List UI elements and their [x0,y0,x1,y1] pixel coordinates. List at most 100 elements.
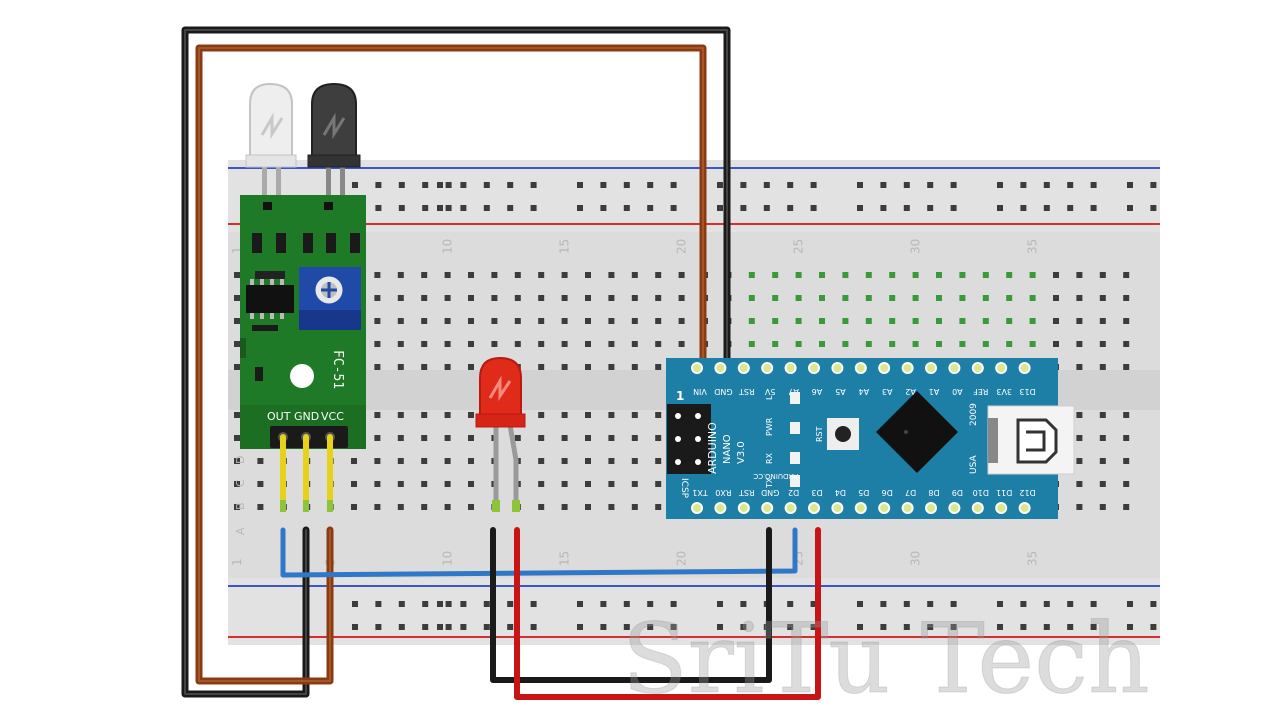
breadboard-hole [491,318,498,324]
breadboard-hole [577,601,583,607]
breadboard-hole [1006,295,1013,301]
breadboard-hole [880,624,887,630]
breadboard-hole [631,435,638,441]
nano-brand: ARDUINO [706,422,719,474]
breadboard-hole [468,364,474,370]
breadboard-hole [1067,182,1074,188]
breadboard-hole [631,364,638,370]
nano-pin-label: GND [761,488,779,497]
breadboard-hole [1067,601,1074,607]
breadboard-hole [397,481,404,487]
breadboard-hole [257,458,264,464]
breadboard-hole [398,205,405,211]
nano-pin-label: D2 [788,488,799,497]
nano-pin [691,362,703,374]
nano-pin-label: RST [739,387,755,396]
breadboard-hole [530,182,537,188]
breadboard-hole [375,205,382,211]
breadboard-hole [234,458,240,464]
breadboard-hole [538,272,545,278]
breadboard-hole [1099,364,1106,370]
breadboard-hole [997,205,1003,211]
breadboard-hole [234,481,240,487]
breadboard-hole [421,504,428,510]
breadboard-hole [950,182,957,188]
breadboard-hole [585,504,591,510]
breadboard-hole [740,601,747,607]
breadboard-hole [740,624,747,630]
breadboard-hole [1067,205,1074,211]
breadboard-hole [1090,601,1097,607]
breadboard-hole [444,272,451,278]
breadboard-hole [1076,272,1083,278]
breadboard-hole [959,318,966,324]
breadboard-hole [763,182,770,188]
nano-pin [854,502,867,514]
breadboard-hole [397,504,404,510]
breadboard-hole [670,205,677,211]
breadboard-hole [748,318,755,324]
breadboard-hole [234,504,240,510]
breadboard-hole [600,624,607,630]
breadboard-hole [810,601,817,607]
breadboard-hole [1006,272,1013,278]
breadboard-hole [352,182,358,188]
comparator-ic [246,279,294,319]
nano-pin-label: A3 [882,387,893,396]
breadboard-hole [982,272,989,278]
breadboard-hole [1043,624,1050,630]
nano-pin-label: RST [739,488,755,497]
breadboard-hole [514,295,521,301]
breadboard-hole [631,504,638,510]
breadboard-hole [507,624,514,630]
breadboard-hole [857,624,863,630]
breadboard-hole [1020,624,1027,630]
breadboard-hole [655,481,662,487]
breadboard-hole [889,341,896,347]
breadboard-hole [608,481,615,487]
breadboard-hole [717,624,723,630]
breadboard-hole [538,412,545,418]
breadboard-hole [538,481,545,487]
breadboard-hole [950,205,957,211]
breadboard-hole [912,318,919,324]
breadboard-hole [655,272,662,278]
column-number: 15 [558,239,572,254]
nano-pin [948,362,961,374]
breadboard-hole [623,182,630,188]
breadboard-hole [795,318,802,324]
nano-pin-label: D7 [905,488,916,497]
nano-pin [995,362,1008,374]
mounting-hole [290,364,314,388]
nano-pin [995,502,1008,514]
breadboard-hole [530,624,537,630]
breadboard-hole [982,341,989,347]
breadboard-hole [795,295,802,301]
breadboard-hole [1090,205,1097,211]
breadboard-hole [787,624,794,630]
breadboard-hole [748,295,755,301]
breadboard-hole [585,412,591,418]
breadboard-hole [903,182,910,188]
breadboard-hole [647,182,654,188]
breadboard-hole [422,624,429,630]
breadboard-hole [927,601,934,607]
breadboard-hole [460,182,467,188]
breadboard-hole [1099,481,1106,487]
breadboard-hole [787,182,794,188]
breadboard-hole [1053,272,1059,278]
breadboard-hole [437,182,443,188]
black-wire-led-gnd [490,527,772,683]
breadboard-hole [1006,341,1013,347]
breadboard-hole [460,601,467,607]
breadboard-hole [561,504,568,510]
breadboard-hole [397,435,404,441]
breadboard-hole [819,318,825,324]
breadboard-hole [912,295,919,301]
breadboard-hole [903,601,910,607]
breadboard-hole [1076,318,1083,324]
breadboard-hole [397,412,404,418]
nano-pin [761,362,774,374]
